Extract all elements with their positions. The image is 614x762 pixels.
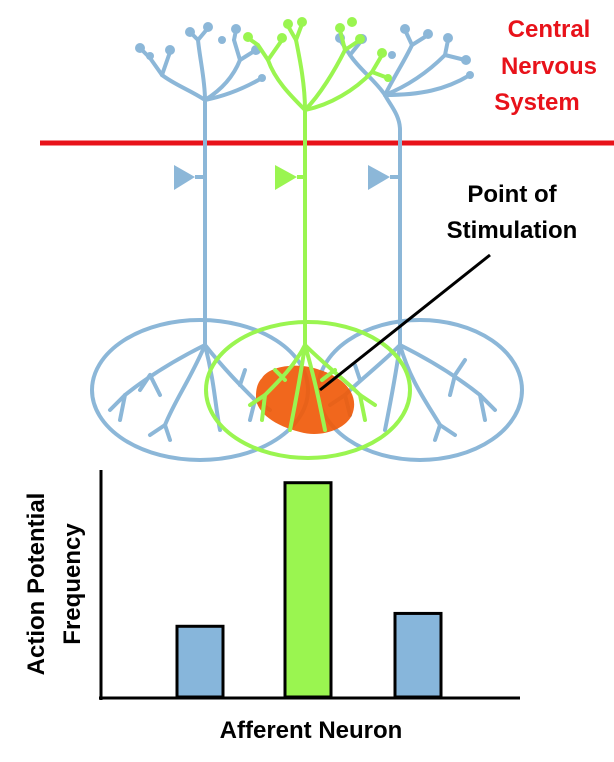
chart-y-label-line-1: Action Potential [23, 493, 50, 676]
cns-label-line-3: System [494, 89, 579, 116]
synapse-left [174, 165, 195, 190]
center-terminal-knobs [243, 17, 392, 82]
cns-label-line-1: Central [508, 16, 591, 43]
receptive-field-center [204, 320, 412, 460]
stimulation-label: Point of Stimulation [447, 181, 578, 244]
frequency-chart: Afferent Neuron Action Potential Frequen… [23, 470, 520, 744]
chart-bar-3 [393, 611, 443, 699]
synapse-right [368, 165, 390, 190]
afferent-neuron-left [108, 26, 272, 442]
left-terminal-knobs [135, 22, 266, 82]
chart-y-label-line-2: Frequency [59, 523, 86, 645]
cns-label-line-2: Nervous [501, 53, 597, 80]
stimulation-label-line-1: Point of [467, 181, 557, 208]
stimulation-pointer [319, 253, 491, 392]
afferent-neuron-center [246, 22, 390, 432]
cns-label: Central Nervous System [494, 16, 597, 116]
stimulation-label-line-2: Stimulation [447, 217, 578, 244]
synapse-center [275, 165, 297, 190]
chart-bar-1 [175, 624, 225, 699]
chart-bars [175, 481, 443, 699]
chart-x-label: Afferent Neuron [220, 717, 403, 744]
chart-bar-2 [283, 481, 333, 699]
right-terminal-knobs [335, 24, 474, 79]
